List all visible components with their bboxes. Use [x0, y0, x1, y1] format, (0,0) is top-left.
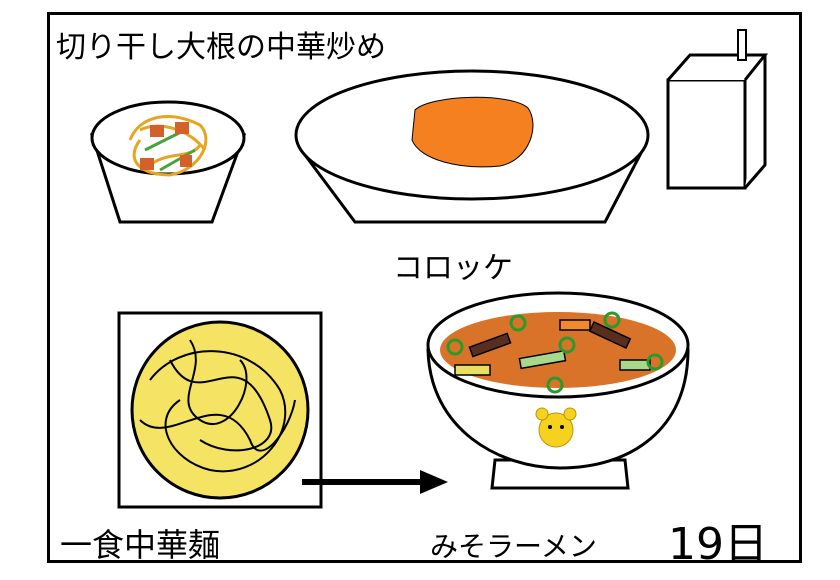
date-label: 19日 [668, 519, 768, 570]
croquette-plate-illustration [294, 69, 650, 224]
milk-carton-illustration [666, 29, 769, 190]
miso-ramen-illustration [426, 291, 690, 490]
arrow-icon [302, 470, 448, 494]
side-dish-label: 切り干し大根の中華炒め [56, 30, 386, 65]
noodles-label: 一食中華麺 [60, 526, 221, 564]
menu-frame [47, 12, 802, 563]
main-dish-label: コロッケ [393, 251, 513, 286]
soup-label: みそラーメン [430, 530, 597, 563]
noodles-illustration [117, 311, 323, 509]
bear-icon [535, 407, 577, 448]
side-dish-bowl-illustration [89, 100, 247, 224]
